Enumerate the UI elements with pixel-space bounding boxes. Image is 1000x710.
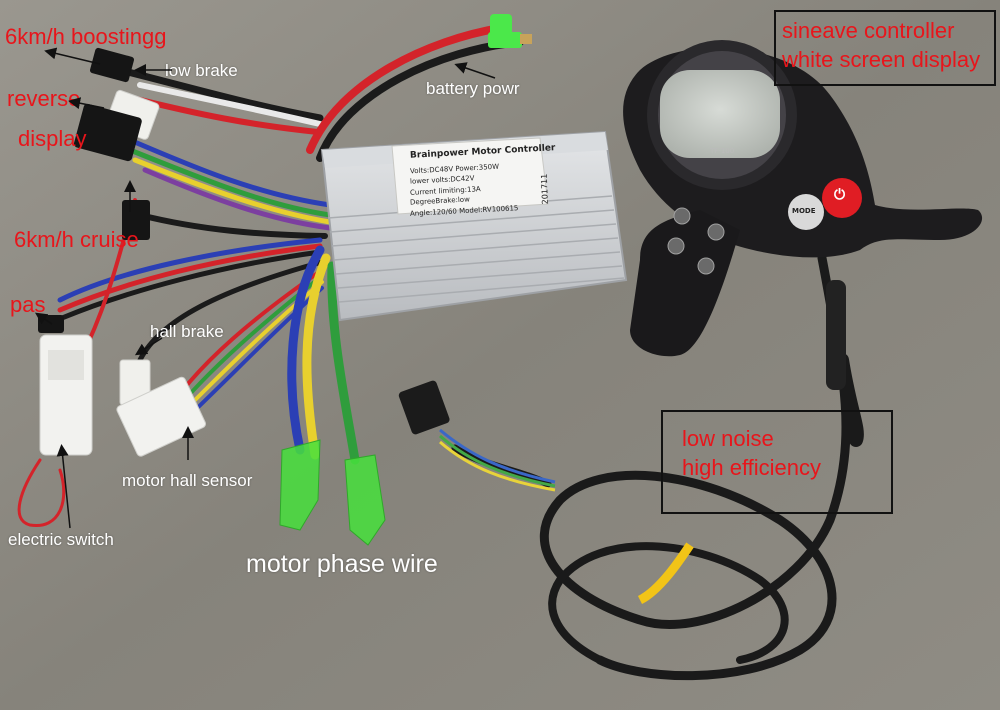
annotation-cruise: 6km/h cruise [14, 227, 139, 252]
annotation-pas: pas [10, 292, 46, 317]
black-connectors [38, 47, 150, 333]
annotation-boosting: 6km/h boostingg [5, 24, 167, 49]
annotation-display-title-line1: sineave controller [782, 18, 955, 43]
annotation-noise-line2: high efficiency [682, 455, 822, 480]
arrow-electric-switch [56, 444, 71, 529]
arrow-pas [35, 312, 53, 325]
cable-plug [398, 380, 556, 492]
wiring-harness [17, 24, 524, 527]
display-unit [623, 40, 983, 357]
annotation-noise-line1: low noise [682, 426, 774, 451]
arrow-battery [454, 62, 496, 79]
display-model-text: TF-100 [710, 147, 735, 155]
annotation-motor-phase-wire: motor phase wire [246, 550, 438, 578]
battery-wire-ends [488, 14, 532, 48]
power-icon: ⏻ [834, 187, 846, 203]
cable-connector [826, 280, 846, 390]
yellow-tie [637, 542, 694, 605]
annotation-battery-power: battery powr [426, 79, 520, 98]
annotation-hall-brake: hall brake [150, 322, 224, 341]
arrow-boosting [44, 47, 101, 65]
annotation-reverse: reverse [7, 86, 81, 111]
annotation-box-noise [661, 410, 893, 514]
annotation-electric-switch: electric switch [8, 530, 114, 549]
mode-button-label: MODE [792, 207, 816, 215]
arrow-hall-brake [134, 337, 163, 356]
arrow-reverse [68, 97, 105, 110]
annotation-low-brake: low brake [165, 61, 238, 80]
annotation-display-title-line2: white screen display [782, 47, 981, 72]
annotation-motor-hall-sensor: motor hall sensor [122, 471, 253, 490]
motor-controller [320, 130, 628, 322]
phase-connectors [279, 439, 386, 546]
annotation-display: display [18, 126, 87, 151]
annotation-box-display [774, 10, 996, 86]
